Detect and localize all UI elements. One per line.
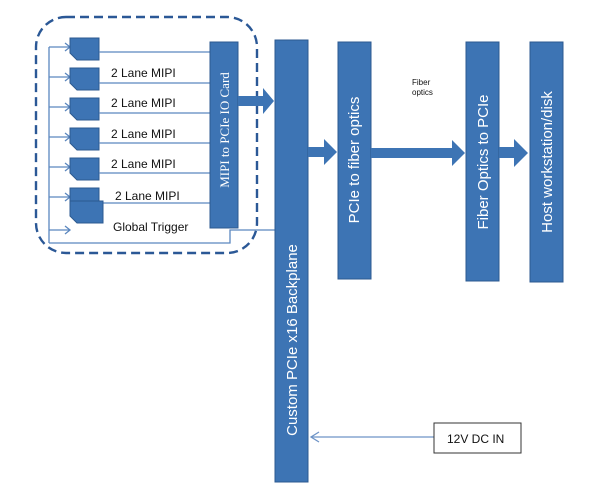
fiber-label-line2: optics bbox=[412, 88, 433, 97]
connector-5-icon bbox=[69, 157, 100, 181]
pcie-to-fiber-label: PCIe to fiber optics bbox=[346, 97, 363, 224]
connector-1-icon bbox=[69, 37, 100, 61]
connector-row: 2 Lane MIPI bbox=[49, 157, 210, 181]
io-to-backplane-arrow bbox=[238, 88, 274, 114]
pcie-to-fiber-block bbox=[337, 41, 372, 280]
connector-2-icon bbox=[69, 67, 100, 91]
lane-label-4: 2 Lane MIPI bbox=[111, 157, 176, 171]
fiber-link-arrow bbox=[371, 140, 465, 166]
connector-3-icon bbox=[69, 97, 100, 121]
fiber-to-pcie-block bbox=[465, 41, 500, 282]
lane-label-1: 2 Lane MIPI bbox=[111, 66, 176, 80]
connector-row: 2 Lane MIPI bbox=[49, 127, 210, 151]
host-block bbox=[529, 41, 564, 283]
trigger-row: Global Trigger bbox=[49, 200, 188, 235]
lane-label-3: 2 Lane MIPI bbox=[111, 127, 176, 141]
io-card-block bbox=[209, 41, 239, 229]
backplane-label: Custom PCIe x16 Backplane bbox=[284, 244, 301, 436]
fiber-label-line1: Fiber bbox=[412, 78, 431, 87]
fiber-to-pcie-label: Fiber Optics to PCIe bbox=[475, 94, 492, 229]
to-host-arrow bbox=[499, 139, 528, 167]
trigger-connector-icon bbox=[69, 200, 104, 224]
camera-group-dashed-box bbox=[34, 15, 259, 255]
connector-row: 2 Lane MIPI bbox=[49, 96, 210, 121]
host-label: Host workstation/disk bbox=[539, 91, 556, 233]
backplane-block bbox=[274, 39, 309, 483]
backplane-to-fiber-arrow bbox=[308, 139, 337, 165]
lane-label-2: 2 Lane MIPI bbox=[111, 96, 176, 110]
power-input-box bbox=[433, 422, 522, 454]
global-trigger-label: Global Trigger bbox=[113, 220, 188, 234]
lane-label-5: 2 Lane MIPI bbox=[115, 189, 180, 203]
connector-row bbox=[49, 37, 210, 61]
power-arrow-head bbox=[309, 431, 320, 443]
trigger-feedback-line bbox=[49, 229, 275, 244]
connector-4-icon bbox=[69, 127, 100, 151]
io-card-label: MIPI to PCIe IO Card bbox=[217, 72, 232, 188]
power-input-label: 12V DC IN bbox=[447, 432, 504, 446]
connector-row: 2 Lane MIPI bbox=[49, 66, 210, 91]
